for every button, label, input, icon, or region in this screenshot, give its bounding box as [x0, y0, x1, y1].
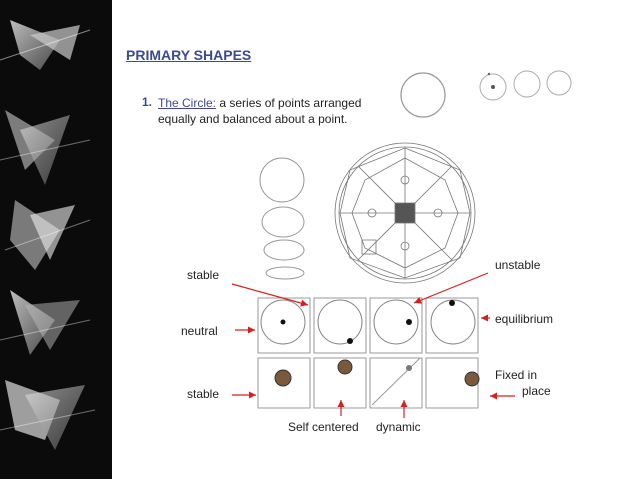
list-item-text: The Circle: a series of points arranged …	[158, 95, 368, 127]
label-dynamic: dynamic	[376, 420, 421, 434]
label-neutral: neutral	[181, 324, 218, 338]
sidebar-abstract-art	[0, 20, 96, 450]
ellipse-sketch-4	[265, 266, 305, 280]
list-item-number: 1.	[142, 95, 153, 109]
arrow-unstable	[413, 272, 489, 304]
panel-self-centered	[313, 357, 367, 409]
ellipse-sketch-3	[263, 239, 305, 261]
circle-sketch-center-dot	[491, 85, 495, 89]
label-self-centered: Self centered	[288, 420, 359, 434]
ideal-city-plan-drawing	[334, 142, 476, 284]
ellipse-sketch-1	[259, 157, 305, 203]
circle-sketch-medium-3	[546, 70, 572, 96]
panel-dynamic	[369, 357, 423, 409]
label-stable-top: stable	[187, 268, 220, 282]
ellipse-sketch-2	[261, 206, 305, 238]
list-item-description: a series of points arranged equally and …	[158, 96, 362, 126]
panel-stable-bottom	[257, 357, 311, 409]
label-fixed-in: Fixed in	[495, 368, 538, 382]
panel-stable-neutral	[257, 297, 311, 354]
circle-sketch-large	[400, 72, 446, 118]
label-equilibrium: equilibrium	[495, 312, 554, 326]
label-unstable: unstable	[495, 258, 541, 272]
panel-equilibrium	[425, 297, 479, 354]
circle-sketch-medium-2	[513, 70, 541, 98]
arrow-stable-top	[231, 283, 309, 307]
label-place: place	[522, 384, 551, 398]
label-stable-bottom: stable	[187, 387, 220, 401]
circle-sketch-medium	[479, 73, 507, 101]
slide-title: PRIMARY SHAPES	[126, 47, 252, 63]
list-item-term: The Circle:	[158, 96, 217, 110]
panel-stable-offcenter	[313, 297, 367, 354]
decorative-sidebar	[0, 0, 112, 479]
panel-unstable	[369, 297, 423, 354]
